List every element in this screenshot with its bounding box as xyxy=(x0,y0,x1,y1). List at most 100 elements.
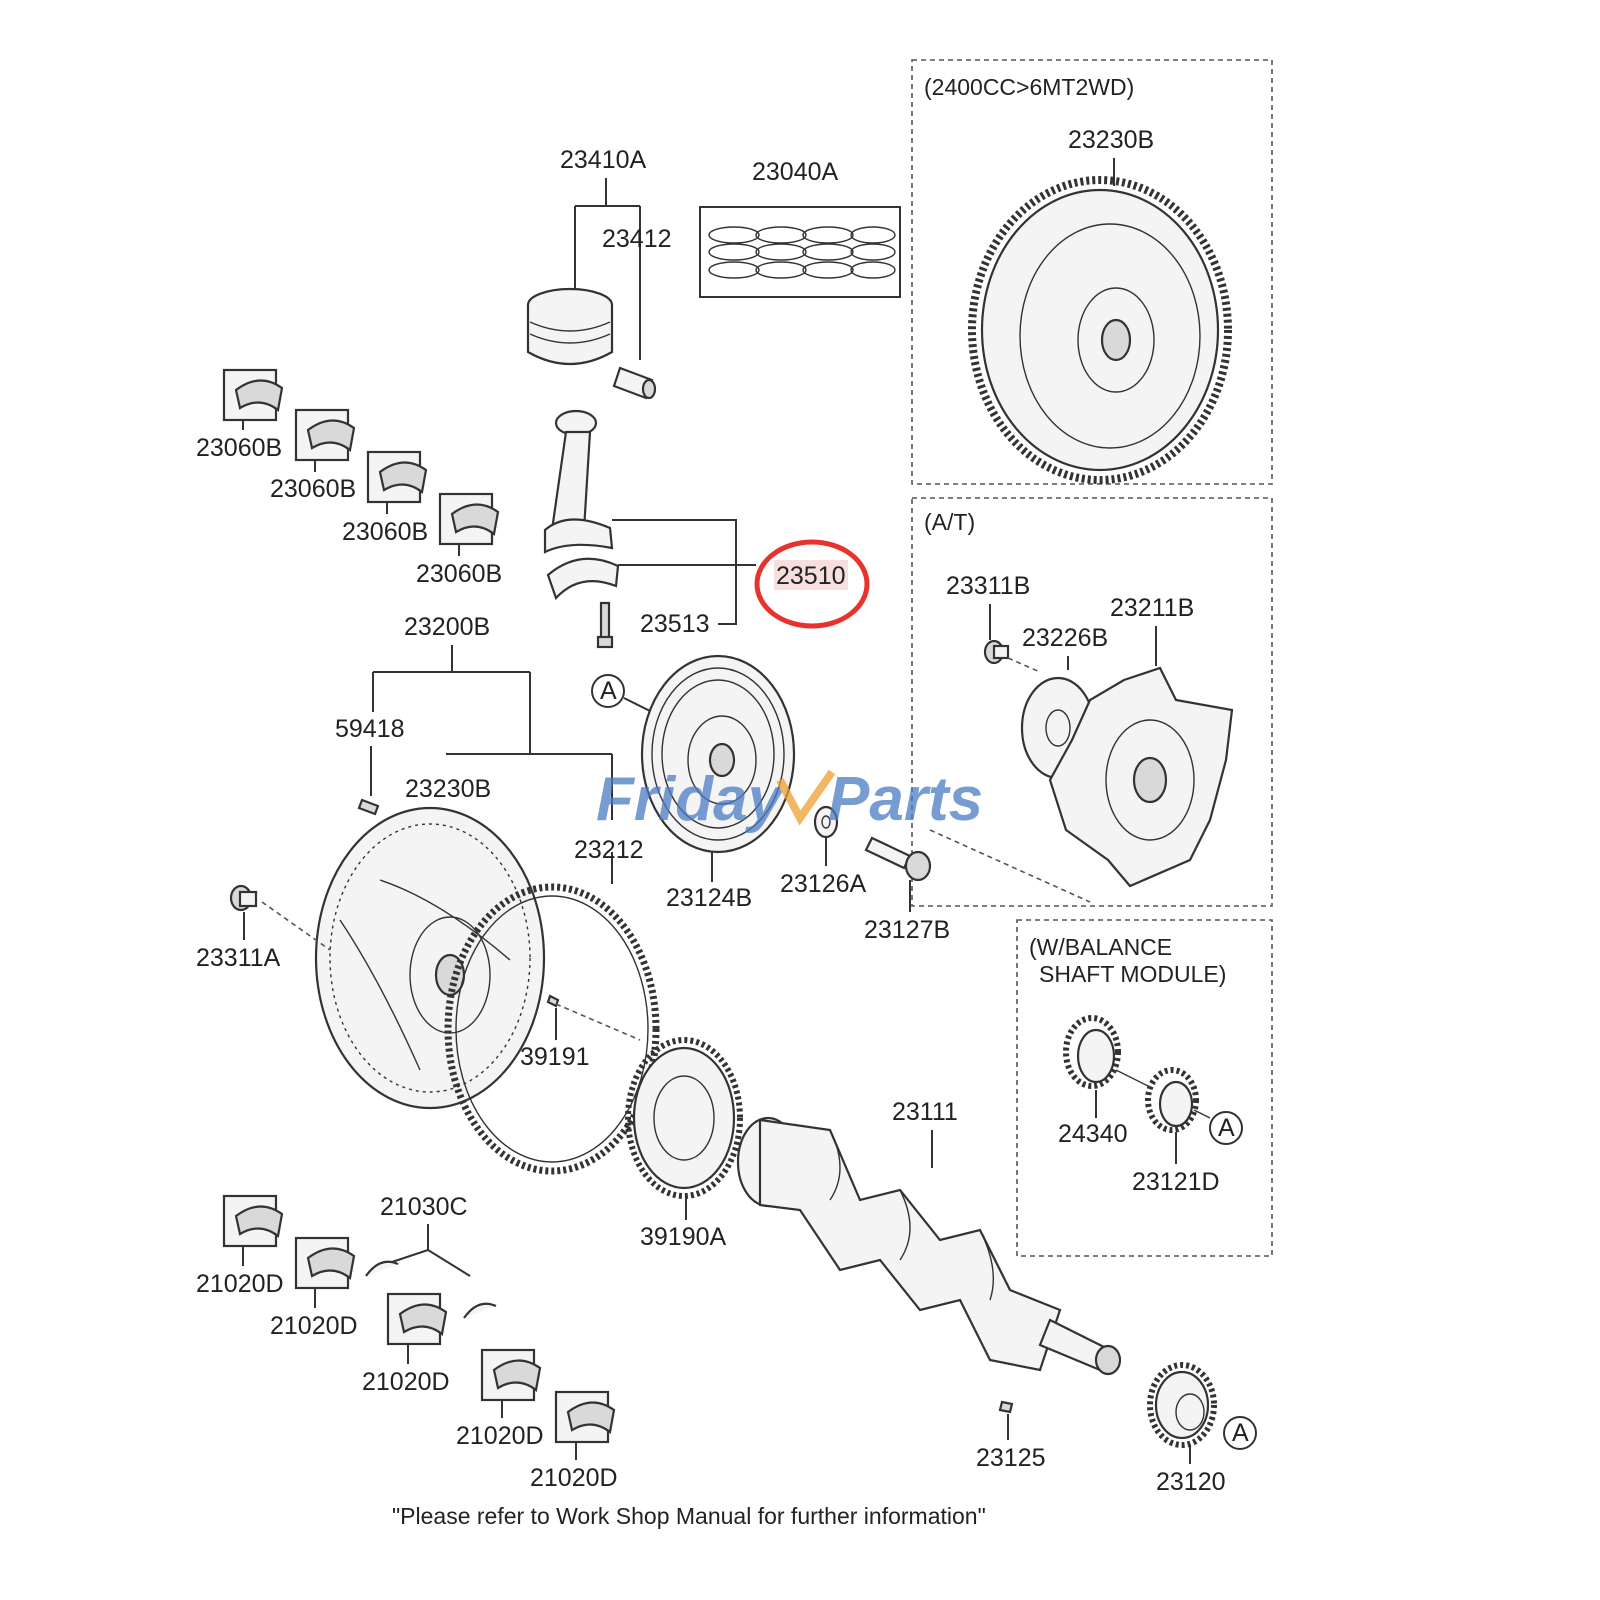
ref-marker-a-pulley xyxy=(591,674,625,708)
connecting-rod xyxy=(543,409,614,554)
part-label-23125: 23125 xyxy=(976,1444,1046,1472)
part-label-23211B: 23211B xyxy=(1110,594,1194,622)
friday-parts-watermark: Friday Parts xyxy=(596,765,983,834)
leader-23200B xyxy=(372,645,613,820)
part-label-23127B: 23127B xyxy=(864,916,950,944)
watermark-text-b: Parts xyxy=(828,765,983,834)
part-label-23120: 23120 xyxy=(1156,1468,1226,1496)
mt-flywheel xyxy=(968,176,1232,484)
balance-link-line xyxy=(1115,1069,1153,1089)
part-label-23311A: 23311A xyxy=(196,944,281,972)
part-label-21020D-4: 21020D xyxy=(456,1422,544,1450)
crankshaft xyxy=(736,1116,1122,1376)
at-bolt xyxy=(983,639,1010,665)
at-section-title: (A/T) xyxy=(924,509,975,535)
part-label-23311B: 23311B xyxy=(946,572,1030,600)
sensor-wheel xyxy=(625,1037,743,1199)
mt-section-title: (2400CC>6MT2WD) xyxy=(924,74,1134,100)
main-bearing-3 xyxy=(386,1292,448,1346)
upper-bearing-2 xyxy=(294,408,356,462)
balance-section-box xyxy=(1016,919,1273,1257)
part-label-21020D-1: 21020D xyxy=(196,1270,284,1298)
part-label-21020D-3: 21020D xyxy=(362,1368,450,1396)
upper-bearing-4 xyxy=(438,492,500,546)
part-label-23412: 23412 xyxy=(602,225,672,253)
ring-set-box xyxy=(699,206,901,298)
axis-at-section xyxy=(929,829,1091,903)
part-label-23060B-4: 23060B xyxy=(416,560,502,588)
part-label-23200B: 23200B xyxy=(404,613,490,641)
flywheel-bolt xyxy=(229,884,258,912)
part-label-21020D-2: 21020D xyxy=(270,1312,358,1340)
ref-marker-a-balance-text: A xyxy=(1218,1114,1235,1142)
highlight-circle xyxy=(754,539,870,629)
main-bearing-5 xyxy=(554,1390,616,1444)
part-label-23060B-1: 23060B xyxy=(196,434,282,462)
part-label-23513: 23513 xyxy=(640,610,710,638)
piston-rings xyxy=(708,226,896,279)
drive-plate xyxy=(1048,666,1234,888)
balance-gear-24340 xyxy=(1063,1015,1121,1089)
part-label-23126A: 23126A xyxy=(780,870,867,898)
leader-23410A xyxy=(574,178,641,360)
axis-39191 xyxy=(555,1003,641,1041)
part-label-39191: 39191 xyxy=(520,1043,590,1071)
leader-23510 xyxy=(612,519,756,625)
part-label-24340: 24340 xyxy=(1058,1120,1128,1148)
balance-section-title-1: (W/BALANCE xyxy=(1029,934,1172,960)
part-label-23230B: 23230B xyxy=(405,775,491,803)
dowel-pin xyxy=(357,798,380,816)
part-label-23111: 23111 xyxy=(892,1098,958,1126)
watermark-check-icon xyxy=(776,769,836,826)
part-label-23212: 23212 xyxy=(574,836,644,864)
bolt-axis-23311A xyxy=(261,901,331,951)
mt-section-box xyxy=(911,59,1273,485)
at-section-box xyxy=(911,497,1273,907)
piston-pin xyxy=(612,366,657,400)
ring-gear xyxy=(444,883,660,1175)
leader-21030C xyxy=(385,1224,471,1277)
part-label-23226B: 23226B xyxy=(1022,624,1108,652)
thrust-washer-1 xyxy=(365,1260,399,1277)
part-label-23410A: 23410A xyxy=(560,146,647,174)
part-label-39190A: 39190A xyxy=(640,1223,727,1251)
part-label-59418: 59418 xyxy=(335,715,405,743)
part-label-23040A: 23040A xyxy=(752,158,839,186)
highlight-fill xyxy=(774,560,848,590)
ref-marker-a-sprocket-text: A xyxy=(1232,1419,1249,1447)
part-label-23510: 23510 xyxy=(776,562,846,590)
footer-note: "Please refer to Work Shop Manual for fu… xyxy=(392,1503,986,1529)
main-bearing-2 xyxy=(294,1236,356,1290)
damper-pulley xyxy=(640,654,796,854)
axis-23311B xyxy=(1007,657,1041,673)
ref-marker-a-pulley-text: A xyxy=(600,677,617,705)
link-ref-a-balance xyxy=(1193,1109,1211,1119)
main-bearing-4 xyxy=(480,1348,542,1402)
part-label-23121D: 23121D xyxy=(1132,1168,1220,1196)
watermark-text-a: Friday xyxy=(596,765,786,834)
part-label-23060B-2: 23060B xyxy=(270,475,356,503)
thrust-washer-2 xyxy=(463,1302,497,1319)
balance-gear-23121D xyxy=(1145,1067,1199,1133)
ref-marker-a-balance xyxy=(1209,1111,1243,1145)
part-label-21030C: 21030C xyxy=(380,1193,468,1221)
part-label-21020D-5: 21020D xyxy=(530,1464,618,1492)
rod-cap xyxy=(546,557,620,601)
flywheel xyxy=(314,806,546,1110)
leader-ref-a-pulley xyxy=(623,697,653,713)
piston xyxy=(526,287,614,366)
part-label-23060B-3: 23060B xyxy=(342,518,428,546)
balance-section-title-2: SHAFT MODULE) xyxy=(1039,961,1226,987)
ref-marker-a-sprocket xyxy=(1223,1416,1257,1450)
crank-key xyxy=(998,1400,1014,1414)
upper-bearing-1 xyxy=(222,368,284,422)
crank-sprocket xyxy=(1147,1362,1217,1448)
main-bearing-1 xyxy=(222,1194,284,1248)
key-pin-39191 xyxy=(546,994,560,1008)
crank-bolt xyxy=(864,836,932,882)
part-label-23230B-mt: 23230B xyxy=(1068,126,1154,154)
part-label-23124B: 23124B xyxy=(666,884,752,912)
upper-bearing-3 xyxy=(366,450,428,504)
rod-bolt xyxy=(596,601,614,649)
